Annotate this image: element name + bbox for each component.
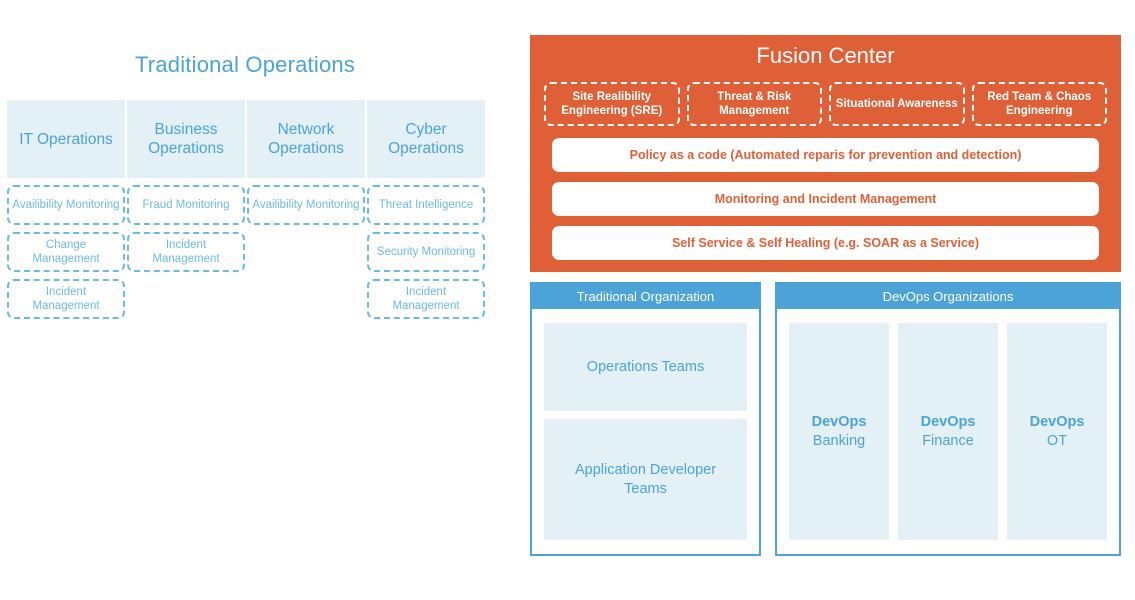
ops-item[interactable]: Incident Management: [367, 279, 485, 319]
traditional-operations-title: Traditional Operations: [134, 52, 356, 77]
devops-organizations-panel: DevOps Organizations DevOps Banking DevO…: [775, 282, 1121, 556]
ops-column-heading: Network Operations: [247, 100, 365, 178]
ops-item[interactable]: Fraud Monitoring: [127, 185, 245, 225]
ops-item[interactable]: Incident Management: [127, 232, 245, 272]
team-box[interactable]: Operations Teams: [544, 323, 747, 411]
ops-column-network-operations: Network Operations Availibility Monitori…: [247, 100, 365, 225]
ops-column-it-operations: IT Operations Availibility Monitoring Ch…: [7, 100, 125, 319]
fusion-center-title: Fusion Center: [756, 43, 895, 68]
ops-column-heading: Business Operations: [127, 100, 245, 178]
traditional-organization-body: Operations Teams Application Developer T…: [532, 309, 759, 554]
ops-column-heading: IT Operations: [7, 100, 125, 178]
traditional-operations-section: Traditional Operations IT Operations Ava…: [0, 40, 500, 330]
ops-column-cyber-operations: Cyber Operations Threat Intelligence Sec…: [367, 100, 485, 319]
traditional-organization-header: Traditional Organization: [532, 284, 759, 309]
devops-team-box[interactable]: DevOps OT: [1007, 323, 1107, 540]
fusion-center-panel: Fusion Center Site Realibility Engineeri…: [530, 35, 1121, 272]
fusion-center-pillars: Site Realibility Engineering (SRE) Threa…: [544, 82, 1107, 126]
devops-organizations-header: DevOps Organizations: [777, 284, 1119, 309]
ops-column-business-operations: Business Operations Fraud Monitoring Inc…: [127, 100, 245, 272]
team-box[interactable]: Application Developer Teams: [544, 419, 747, 540]
fusion-pillar[interactable]: Red Team & Chaos Engineering: [971, 82, 1107, 126]
ops-item[interactable]: Threat Intelligence: [367, 185, 485, 225]
devops-team-label-primary: DevOps: [811, 413, 867, 430]
devops-team-label-primary: DevOps: [1029, 413, 1085, 430]
devops-team-label-secondary: Banking: [812, 432, 866, 449]
traditional-organization-panel: Traditional Organization Operations Team…: [530, 282, 761, 556]
devops-team-label-secondary: OT: [1046, 432, 1068, 449]
fusion-capability-bar[interactable]: Monitoring and Incident Management: [552, 182, 1099, 216]
devops-team-box[interactable]: DevOps Banking: [789, 323, 889, 540]
fusion-capability-bar[interactable]: Self Service & Self Healing (e.g. SOAR a…: [552, 226, 1099, 260]
fusion-pillar[interactable]: Site Realibility Engineering (SRE): [544, 82, 680, 126]
devops-organizations-body: DevOps Banking DevOps Finance DevOps OT: [777, 309, 1119, 554]
devops-team-label-primary: DevOps: [920, 413, 976, 430]
ops-item[interactable]: Change Management: [7, 232, 125, 272]
ops-item[interactable]: Security Monitoring: [367, 232, 485, 272]
fusion-pillar[interactable]: Situational Awareness: [829, 82, 965, 126]
devops-team-label-secondary: Finance: [922, 432, 974, 449]
fusion-capability-bar[interactable]: Policy as a code (Automated reparis for …: [552, 138, 1099, 172]
ops-item[interactable]: Incident Management: [7, 279, 125, 319]
ops-item[interactable]: Availibility Monitoring: [7, 185, 125, 225]
fusion-pillar[interactable]: Threat & Risk Management: [686, 82, 822, 126]
devops-team-box[interactable]: DevOps Finance: [898, 323, 998, 540]
fusion-center-capability-bars: Policy as a code (Automated reparis for …: [552, 138, 1099, 260]
ops-item[interactable]: Availibility Monitoring: [247, 185, 365, 225]
ops-column-heading: Cyber Operations: [367, 100, 485, 178]
